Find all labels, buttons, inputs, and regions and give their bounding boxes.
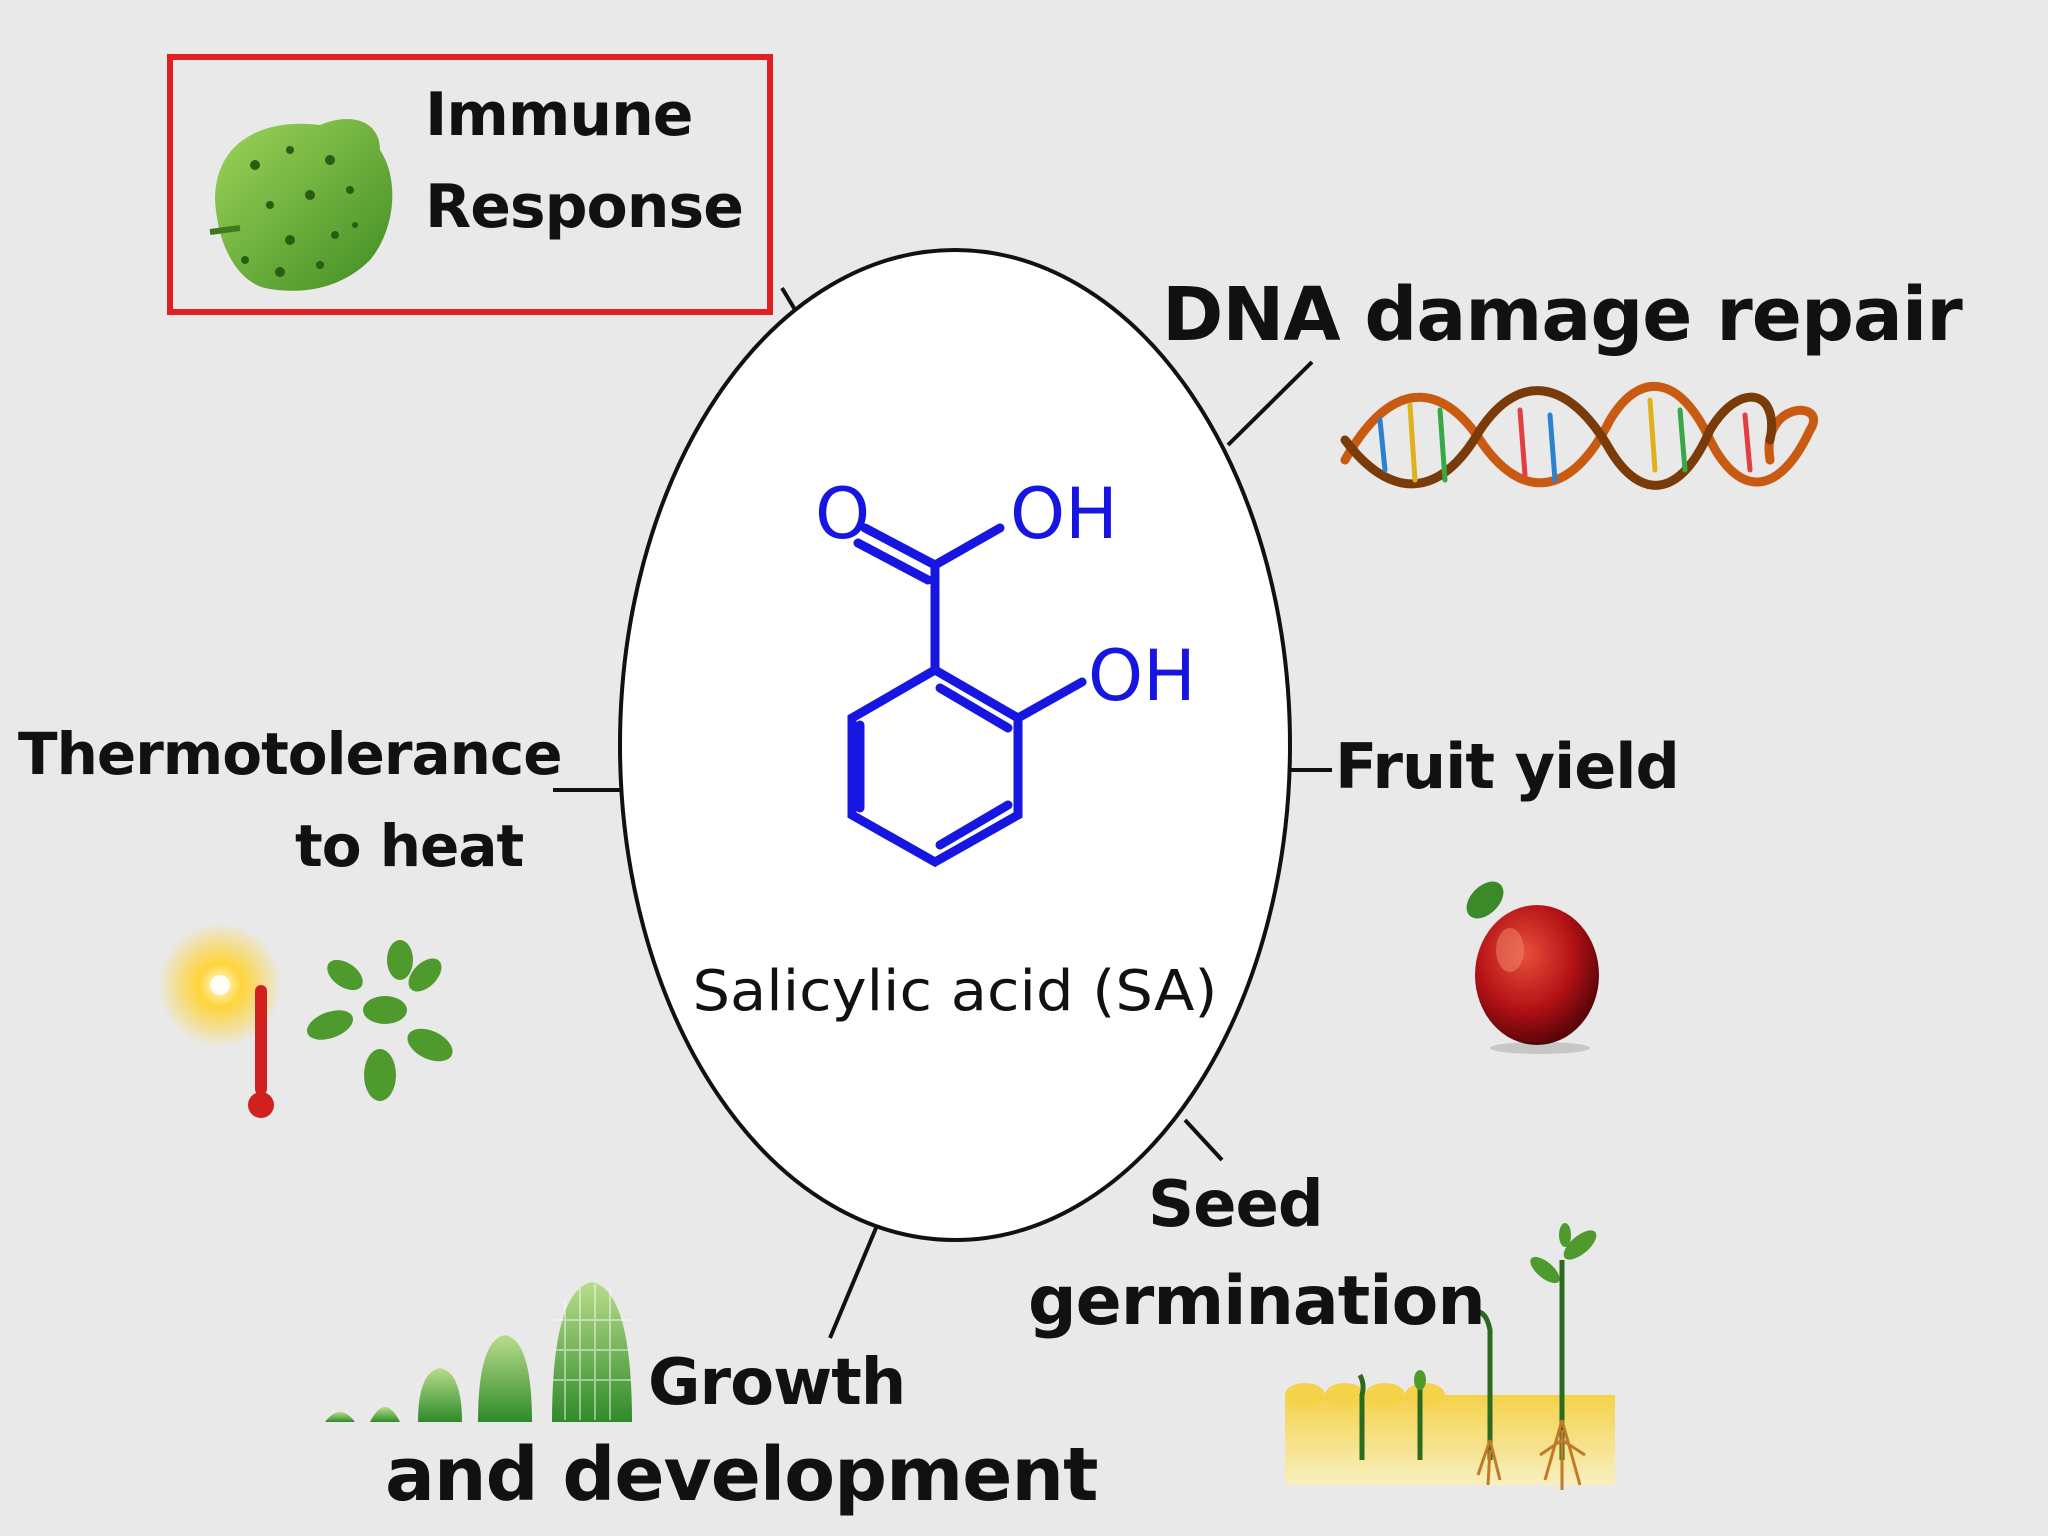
fruit-label: Fruit yield xyxy=(1335,730,1680,803)
dna-label: DNA damage repair xyxy=(1162,272,1963,358)
immune-label-line2: Response xyxy=(425,172,744,242)
growth-stages-icon xyxy=(325,1282,632,1422)
oh-carboxyl-label: OH xyxy=(1010,473,1118,555)
molecule-name: Salicylic acid (SA) xyxy=(693,959,1218,1024)
seedlings-icon xyxy=(1285,1223,1615,1490)
immune-highlight-box xyxy=(167,54,773,315)
apple-icon xyxy=(1466,881,1599,1054)
immune-label-line1: Immune xyxy=(425,80,693,150)
plant-icon xyxy=(307,940,453,1101)
thermo-label-line1: Thermotolerance xyxy=(18,720,563,788)
oh-hydroxyl-label: OH xyxy=(1088,635,1196,717)
connector-growth xyxy=(828,1227,878,1339)
connector-lines xyxy=(553,286,1332,1339)
connector-dna xyxy=(1226,360,1314,447)
center-ellipse xyxy=(618,248,1292,1242)
seed-label-line2: germination xyxy=(1028,1262,1486,1341)
growth-label-line2: and development xyxy=(385,1432,1098,1518)
salicylic-acid-structure xyxy=(847,523,1087,868)
o-double-label: O xyxy=(815,473,870,555)
dna-helix-icon xyxy=(1340,381,1818,490)
leaf-icon xyxy=(209,118,393,291)
sun-icon xyxy=(158,923,282,1047)
seed-label-line1: Seed xyxy=(1148,1168,1324,1242)
thermometer-icon xyxy=(248,985,274,1118)
growth-label-line1: Growth xyxy=(648,1346,906,1420)
thermo-label-line2: to heat xyxy=(295,812,524,880)
connector-seed xyxy=(1183,1118,1224,1162)
